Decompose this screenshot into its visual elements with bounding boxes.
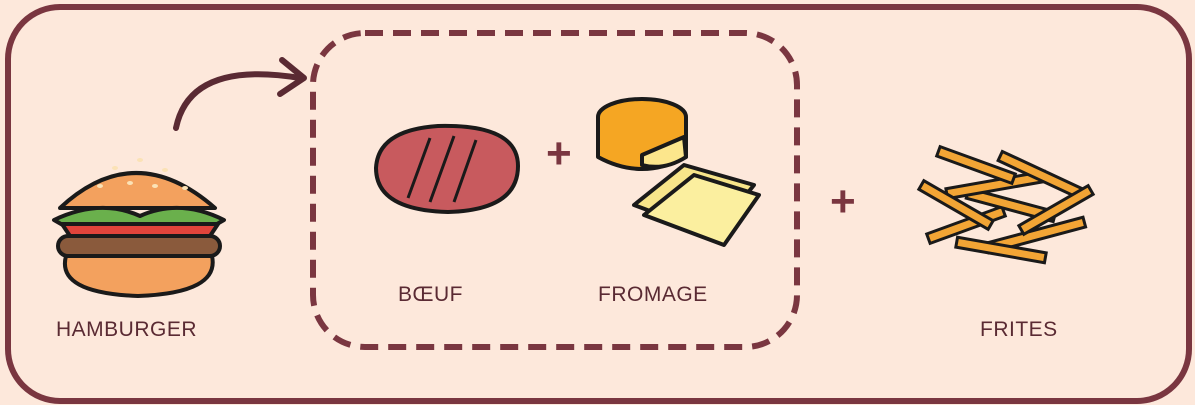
ingredient-group-box [310,30,800,350]
plus-sign: + [830,177,856,226]
beef-patty-icon [373,123,521,215]
hamburger-icon [52,158,226,298]
outer-frame [5,4,1192,404]
beef-label: BŒUF [398,283,463,306]
fries-label: FRITES [980,318,1058,341]
fries-icon [916,144,1096,265]
hamburger-label: HAMBURGER [56,318,198,341]
arrow-icon [173,57,307,131]
plus-sign: + [546,129,572,178]
cheese-label: FROMAGE [598,283,708,306]
cheese-icon [596,97,761,247]
